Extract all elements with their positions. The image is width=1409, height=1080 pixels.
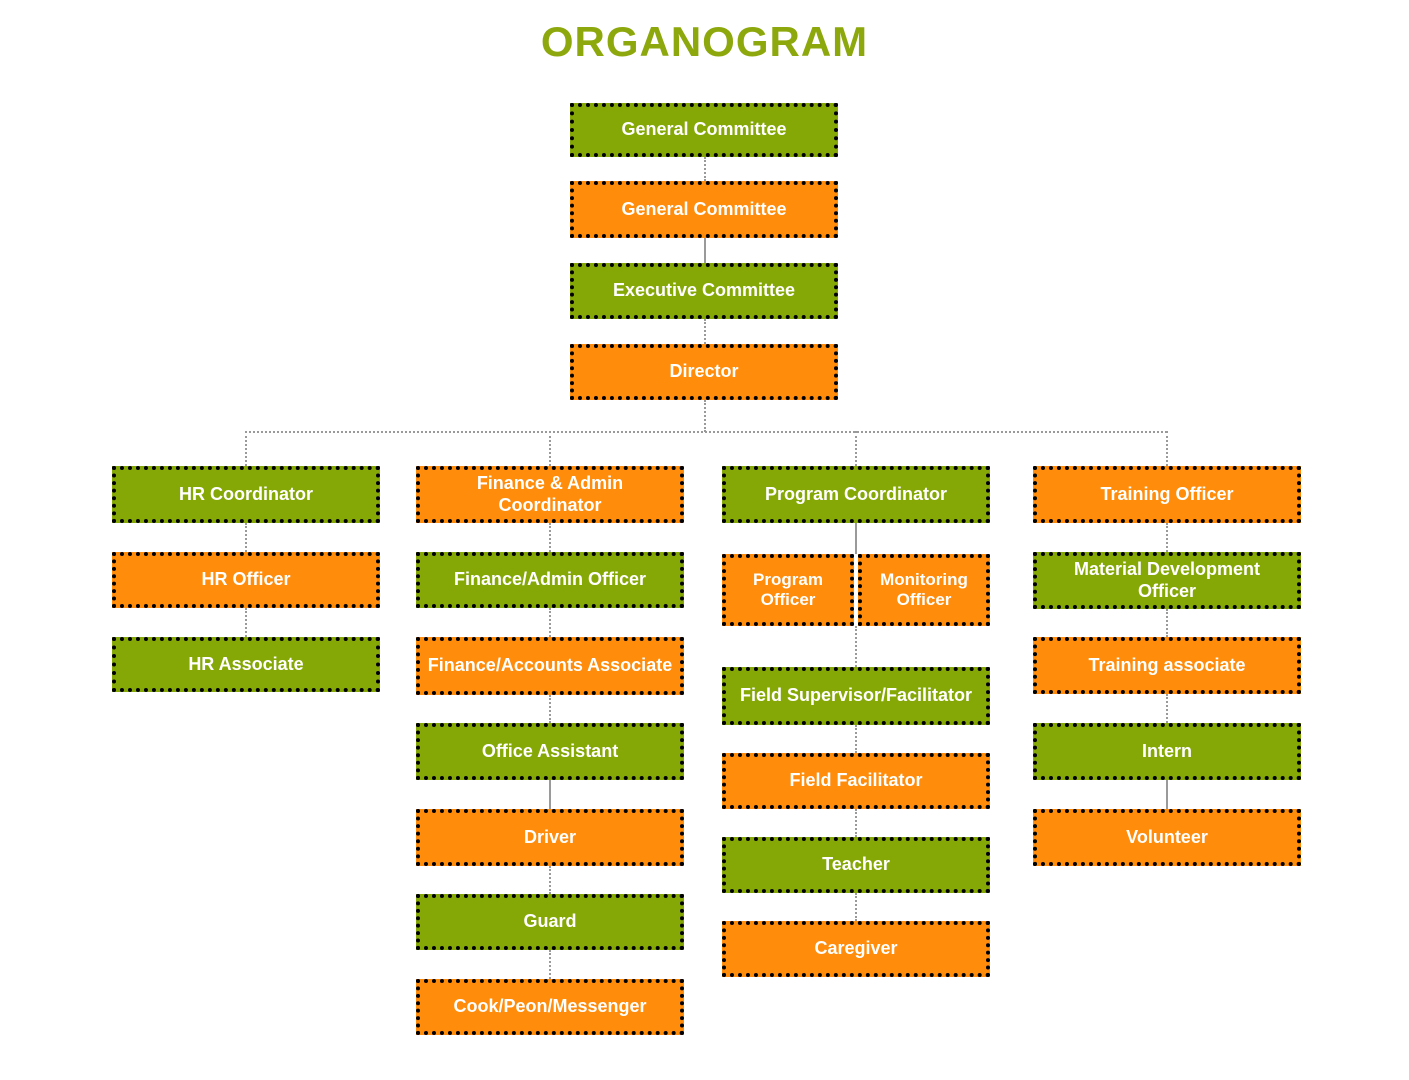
- connector-bus-to-hr: [245, 431, 247, 466]
- node-field-facilitator[interactable]: Field Facilitator: [722, 753, 990, 809]
- node-driver[interactable]: Driver: [416, 809, 684, 866]
- node-teacher[interactable]: Teacher: [722, 837, 990, 893]
- node-guard[interactable]: Guard: [416, 894, 684, 950]
- node-field-supervisor-facilitator[interactable]: Field Supervisor/Facilitator: [722, 667, 990, 725]
- node-executive-committee[interactable]: Executive Committee: [570, 263, 838, 319]
- connector-program-coordinator-down: [855, 523, 857, 554]
- connector-faa-to-office-assistant: [549, 695, 551, 723]
- connector-program-officers-to-field-supervisor: [855, 626, 857, 667]
- node-hr-associate[interactable]: HR Associate: [112, 637, 380, 692]
- node-monitoring-officer[interactable]: Monitoring Officer: [858, 554, 990, 626]
- node-director[interactable]: Director: [570, 344, 838, 400]
- connector-bus-to-training: [1166, 431, 1168, 466]
- connector-bus-to-finance: [549, 431, 551, 466]
- connector-field-supervisor-to-field-facilitator: [855, 725, 857, 753]
- connector-exec-to-director: [704, 319, 706, 344]
- page-title: ORGANOGRAM: [540, 18, 869, 65]
- node-general-committee-1[interactable]: General Committee: [570, 103, 838, 157]
- connector-teacher-to-caregiver: [855, 893, 857, 921]
- node-general-committee-2[interactable]: General Committee: [570, 181, 838, 238]
- node-cook-peon-messenger[interactable]: Cook/Peon/Messenger: [416, 979, 684, 1035]
- connector-mdo-to-training-associate: [1166, 609, 1168, 637]
- connector-hr-officer-to-hr-associate: [245, 608, 247, 637]
- connector-bus-to-program: [855, 431, 857, 466]
- node-program-coordinator[interactable]: Program Coordinator: [722, 466, 990, 523]
- connector-horizontal-bus: [245, 431, 1167, 433]
- node-program-officer[interactable]: Program Officer: [722, 554, 854, 626]
- node-training-officer[interactable]: Training Officer: [1033, 466, 1301, 523]
- connector-guard-to-cook: [549, 950, 551, 979]
- node-finance-admin-coordinator[interactable]: Finance & Admin Coordinator: [416, 466, 684, 523]
- connector-gc1-to-gc2: [704, 157, 706, 181]
- connector-intern-to-volunteer: [1166, 780, 1168, 809]
- node-training-associate[interactable]: Training associate: [1033, 637, 1301, 694]
- node-hr-officer[interactable]: HR Officer: [112, 552, 380, 608]
- connector-training-associate-to-intern: [1166, 694, 1168, 723]
- connector-driver-to-guard: [549, 866, 551, 894]
- connector-training-officer-to-mdo: [1166, 523, 1168, 552]
- node-finance-admin-officer[interactable]: Finance/Admin Officer: [416, 552, 684, 608]
- connector-fao-to-faa: [549, 608, 551, 637]
- connector-gc2-to-exec: [704, 238, 706, 264]
- connector-field-facilitator-to-teacher: [855, 809, 857, 837]
- node-volunteer[interactable]: Volunteer: [1033, 809, 1301, 866]
- node-office-assistant[interactable]: Office Assistant: [416, 723, 684, 780]
- node-material-development-officer[interactable]: Material Development Officer: [1033, 552, 1301, 609]
- connector-director-down: [704, 400, 706, 432]
- node-intern[interactable]: Intern: [1033, 723, 1301, 780]
- connector-hr-coordinator-to-hr-officer: [245, 523, 247, 552]
- node-finance-accounts-associate[interactable]: Finance/Accounts Associate: [416, 637, 684, 695]
- connector-fac-to-fao: [549, 523, 551, 552]
- node-caregiver[interactable]: Caregiver: [722, 921, 990, 977]
- node-hr-coordinator[interactable]: HR Coordinator: [112, 466, 380, 523]
- connector-office-assistant-to-driver: [549, 780, 551, 809]
